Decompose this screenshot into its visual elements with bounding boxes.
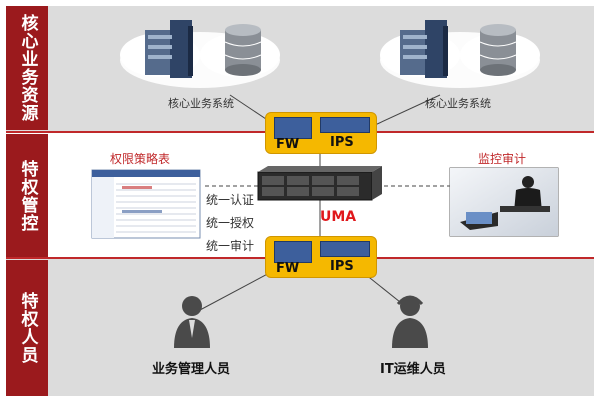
business-staff-label: 业务管理人员	[152, 362, 231, 377]
control-side-bar: 特权管控	[6, 134, 48, 257]
business-person-icon	[174, 296, 210, 348]
core-side-bar: 核心业务资源	[6, 6, 48, 130]
core-system-right-label: 核心业务系统	[425, 97, 491, 110]
uma-appliance-icon	[257, 166, 382, 201]
ips-label-top: IPS	[330, 135, 354, 150]
it-staff-label: IT运维人员	[380, 362, 446, 377]
policy-table-screenshot	[91, 169, 201, 239]
server-rack-right-icon	[400, 20, 448, 78]
fw-label-top: FW	[276, 137, 300, 152]
ips-device-icon-bottom	[320, 241, 370, 257]
ips-device-icon	[320, 117, 370, 133]
staff-band	[6, 259, 594, 396]
fw-device-icon-bottom	[274, 241, 312, 263]
policy-table-label: 权限策略表	[110, 152, 171, 166]
it-person-icon	[392, 295, 428, 348]
control-section-label: 特权管控	[17, 159, 38, 232]
line-right-core	[374, 94, 441, 126]
fw-device-icon	[274, 117, 312, 139]
uma-label: UMA	[320, 209, 357, 225]
database-right-icon	[479, 24, 517, 76]
firewall-top: FW IPS	[265, 112, 377, 154]
audit-photo	[449, 167, 559, 237]
core-section-label: 核心业务资源	[17, 14, 38, 122]
staff-section-label: 特权人员	[17, 292, 38, 364]
unified-authz-label: 统一授权	[206, 216, 255, 230]
ips-label-bottom: IPS	[330, 259, 354, 274]
fw-label-bottom: FW	[276, 261, 300, 276]
firewall-bottom: FW IPS	[265, 236, 377, 278]
database-left-icon	[224, 24, 262, 76]
audit-label: 监控审计	[478, 152, 527, 166]
unified-audit-label: 统一审计	[206, 239, 255, 253]
staff-side-bar: 特权人员	[6, 260, 48, 396]
core-system-left-label: 核心业务系统	[168, 97, 234, 110]
unified-auth-label: 统一认证	[206, 193, 255, 207]
server-rack-left-icon	[145, 20, 193, 78]
